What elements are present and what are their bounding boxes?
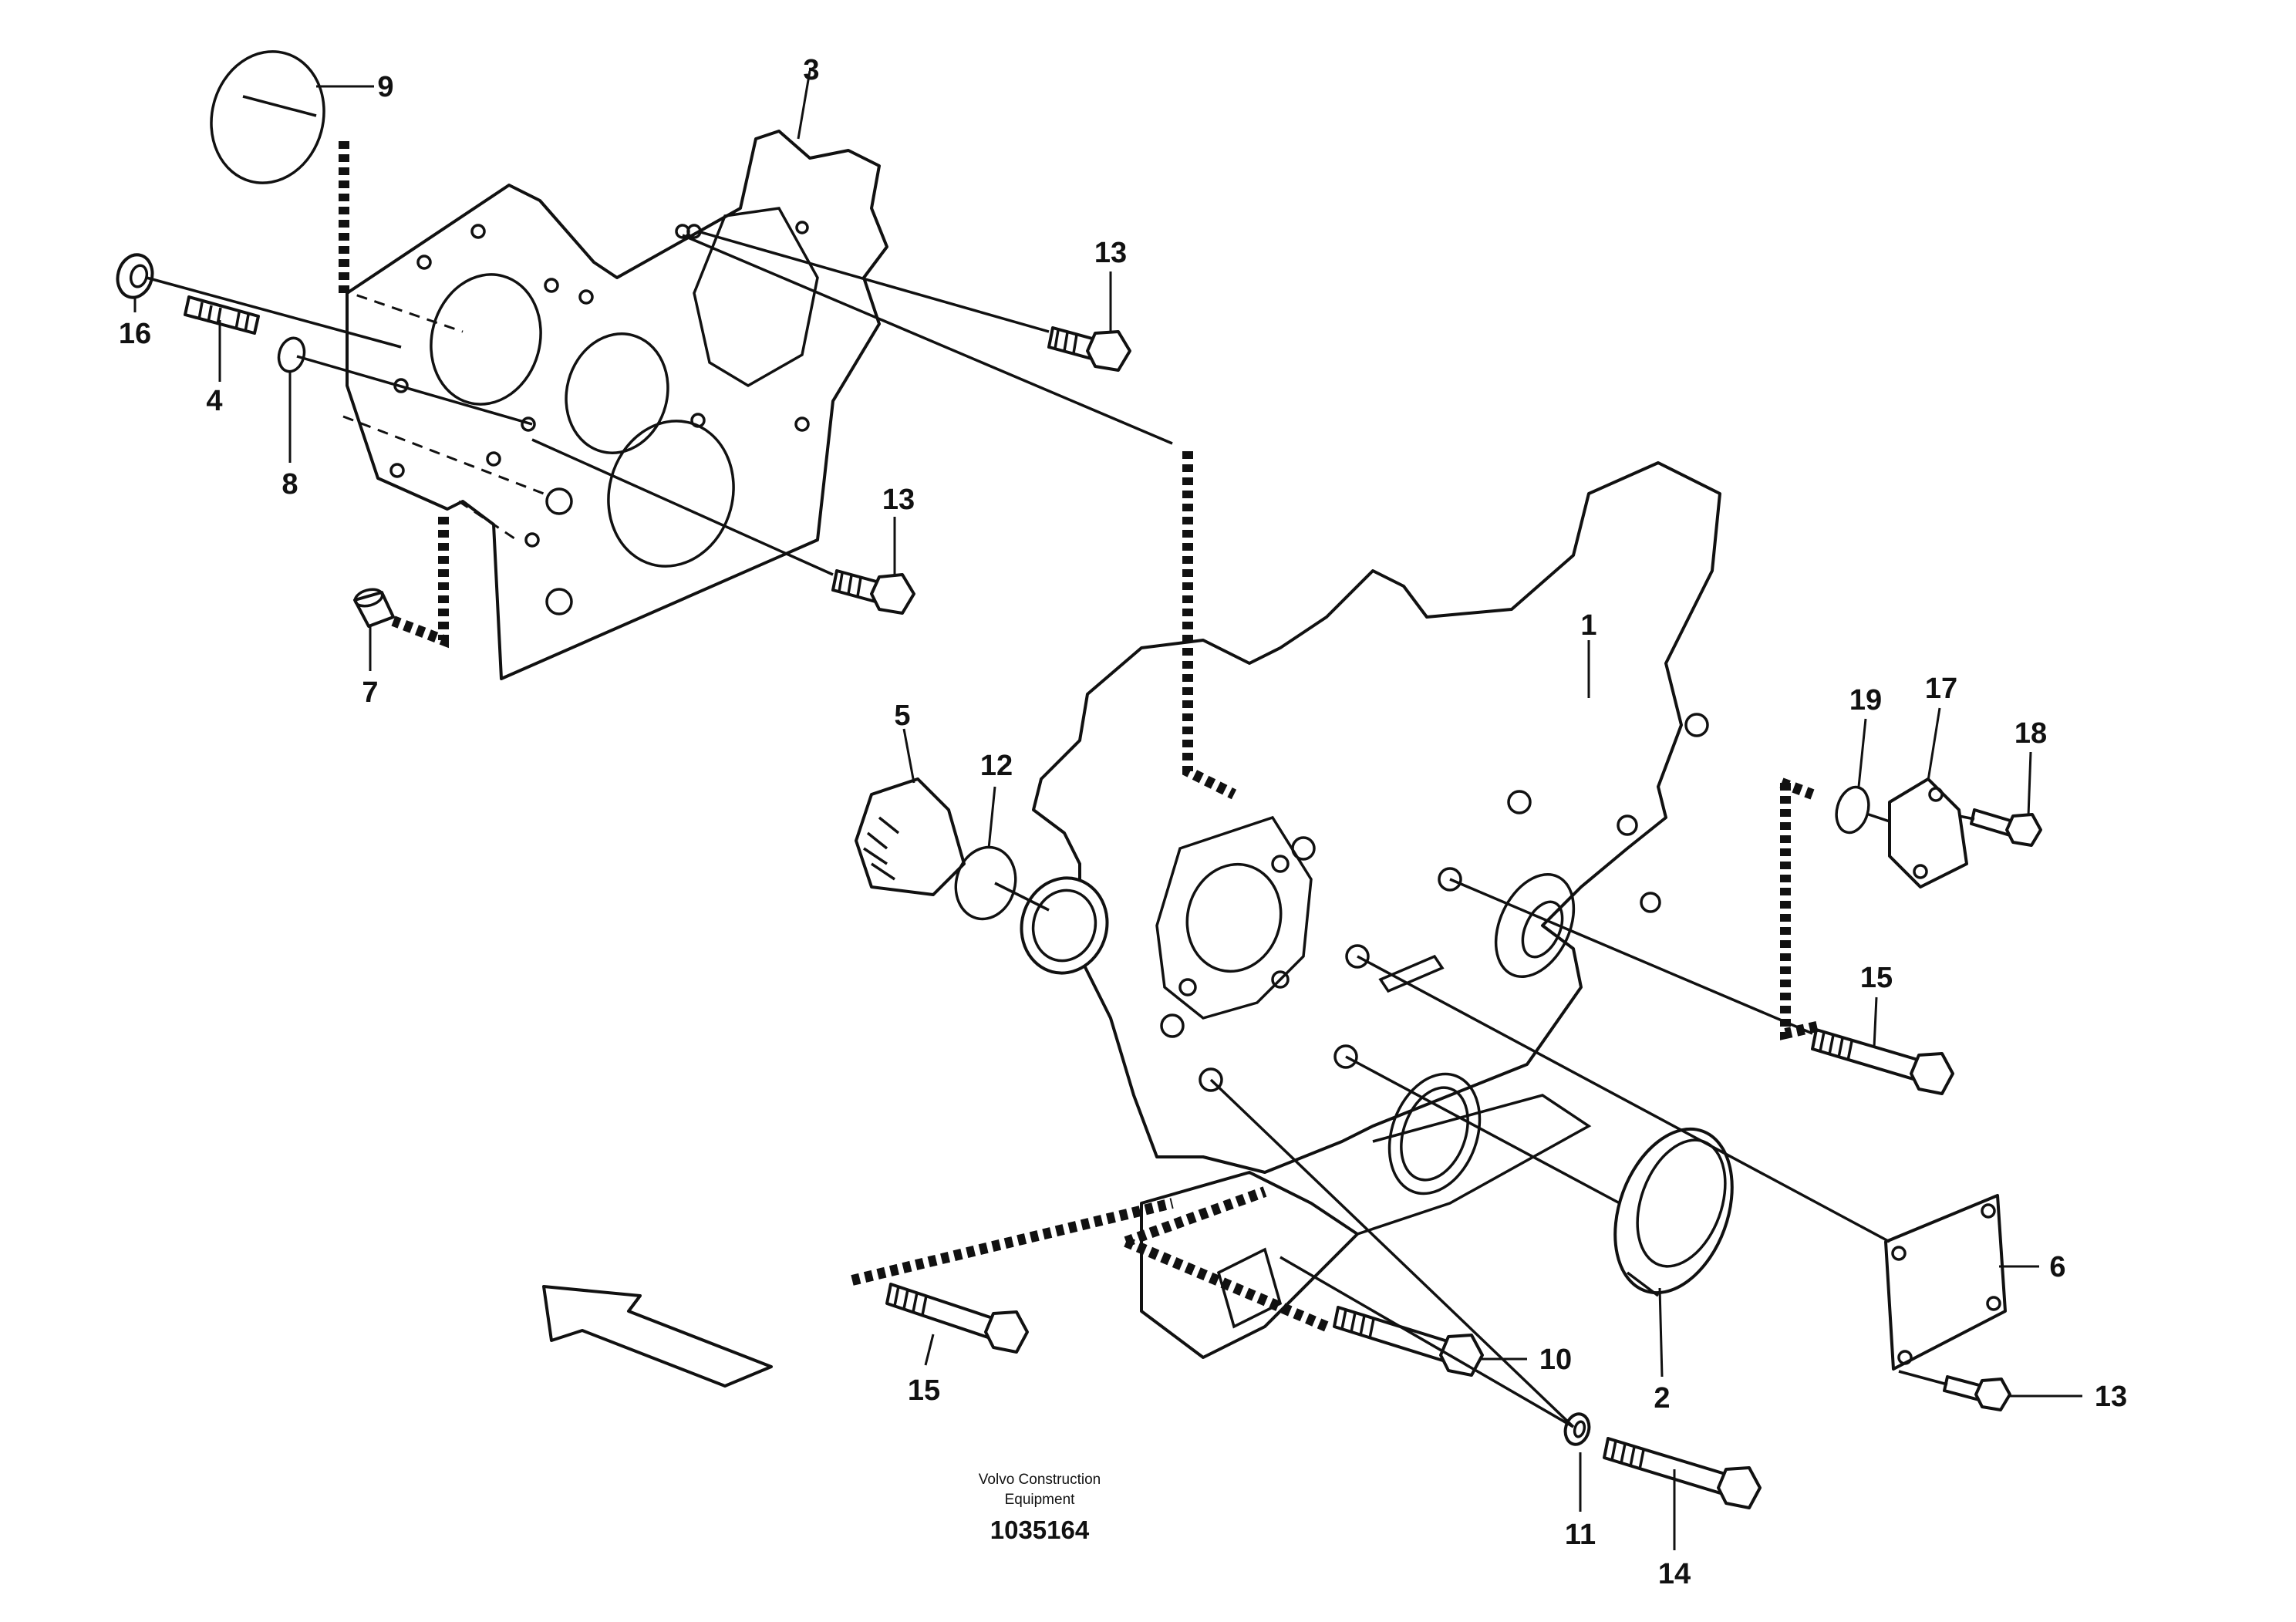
callout-14: 14 [1658, 1558, 1691, 1590]
bolt-part-13-middle [831, 569, 915, 615]
stud-part-4 [184, 295, 260, 335]
callout-18: 18 [2014, 717, 2047, 750]
bolt-part-15-left [885, 1283, 1029, 1354]
bolt-part-10 [1333, 1306, 1484, 1377]
bolt-part-18 [1970, 808, 2042, 847]
dowel-pin-part-7 [353, 588, 395, 628]
leader-lines [133, 70, 2082, 1550]
cover-plate-part-6 [1884, 1194, 2007, 1371]
oil-filler-cap-part-5 [855, 777, 966, 896]
assembly-lines [146, 95, 1975, 1428]
callout-labels: 1 2 3 4 5 6 7 8 9 10 11 12 13 13 13 14 1… [119, 54, 2127, 1590]
bolt-part-15-right [1811, 1028, 1954, 1095]
gasket-plate-part-3 [346, 130, 888, 680]
callout-3: 3 [803, 54, 819, 86]
callout-1: 1 [1580, 609, 1596, 642]
washer-part-11 [1563, 1412, 1591, 1446]
callout-2: 2 [1654, 1382, 1670, 1415]
callout-4: 4 [206, 385, 222, 417]
callout-5: 5 [894, 700, 910, 732]
callout-15-left: 15 [908, 1374, 940, 1407]
bolt-part-13-bottom [1943, 1375, 2011, 1411]
callout-13-middle: 13 [882, 484, 915, 516]
washer-part-16 [116, 253, 154, 299]
bolt-part-14 [1603, 1437, 1762, 1509]
callout-10: 10 [1539, 1344, 1572, 1376]
o-ring-part-19 [1835, 785, 1870, 835]
bolt-part-13-top [1047, 326, 1131, 372]
callout-13-top: 13 [1094, 237, 1127, 269]
callout-12: 12 [980, 750, 1013, 782]
timing-cover-housing-part-1 [1020, 461, 1721, 1359]
crankshaft-seal-part-2 [1613, 1127, 1734, 1297]
callout-7: 7 [362, 676, 378, 709]
callout-15-right: 15 [1860, 962, 1893, 994]
gasket-part-9 [210, 50, 325, 184]
caption-company-line-1: Volvo Construction [979, 1472, 1101, 1488]
front-direction-arrow-icon [542, 1285, 773, 1388]
callout-8: 8 [282, 468, 298, 501]
callout-6: 6 [2049, 1251, 2065, 1283]
small-cover-part-17 [1888, 777, 1968, 889]
callout-17: 17 [1925, 673, 1957, 705]
callout-13-bottom: 13 [2095, 1381, 2127, 1413]
washer-part-8 [277, 336, 306, 373]
caption-document-number: 1035164 [990, 1516, 1090, 1544]
o-ring-part-12 [954, 845, 1017, 921]
callout-11: 11 [1565, 1519, 1596, 1551]
callout-19: 19 [1849, 684, 1882, 717]
callout-16: 16 [119, 318, 151, 350]
callout-9: 9 [377, 71, 393, 103]
caption-company-line-2: Equipment [1005, 1492, 1076, 1508]
caption: Volvo Construction Equipment 1035164 [979, 1472, 1101, 1544]
